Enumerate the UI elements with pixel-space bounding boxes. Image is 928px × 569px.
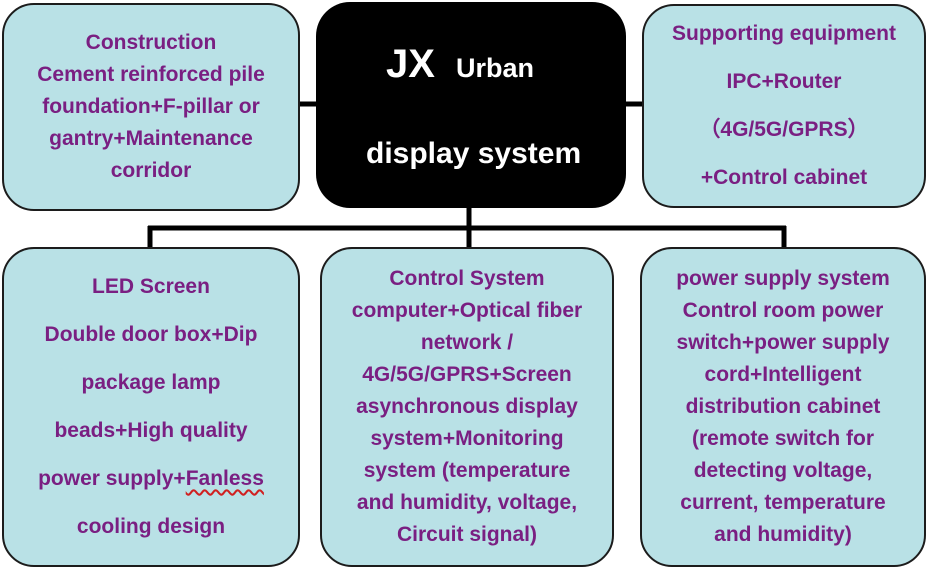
control-line: Circuit signal) bbox=[396, 523, 538, 546]
power-supply-box: power supply system Control room power s… bbox=[640, 247, 926, 567]
title-subtitle: display system bbox=[366, 137, 582, 170]
power-line: Control room power bbox=[682, 299, 884, 322]
spellcheck-flagged-word: Fanless bbox=[185, 467, 264, 490]
led-line: beads+High quality bbox=[54, 419, 248, 442]
construction-line: foundation+F-pillar or bbox=[42, 95, 260, 118]
title-box: JX Urban display system bbox=[316, 2, 626, 208]
control-line: network / bbox=[420, 331, 514, 354]
control-line: Control System bbox=[389, 267, 545, 290]
control-line: system+Monitoring bbox=[370, 427, 564, 450]
power-line: current, temperature bbox=[680, 491, 886, 514]
construction-line: Construction bbox=[85, 31, 217, 54]
supporting-equipment-box: Supporting equipment IPC+Router （4G/5G/G… bbox=[642, 4, 926, 208]
supporting-line: （4G/5G/GPRS） bbox=[699, 118, 869, 141]
power-line: (remote switch for bbox=[691, 427, 875, 450]
supporting-line: +Control cabinet bbox=[700, 166, 868, 189]
supporting-line: Supporting equipment bbox=[672, 22, 896, 45]
power-line: detecting voltage, bbox=[693, 459, 873, 482]
led-line-prefix: power supply+ bbox=[38, 467, 186, 490]
title-prefix: JX bbox=[386, 42, 435, 86]
control-line: asynchronous display bbox=[356, 395, 578, 418]
power-line: cord+Intelligent bbox=[704, 363, 862, 386]
led-screen-box: LED Screen Double door box+Dip package l… bbox=[2, 247, 300, 567]
control-system-box: Control System computer+Optical fiber ne… bbox=[320, 247, 614, 567]
power-line: distribution cabinet bbox=[685, 395, 881, 418]
led-line: cooling design bbox=[76, 515, 226, 538]
construction-line: Cement reinforced pile bbox=[37, 63, 265, 86]
led-line: power supply+Fanless bbox=[38, 455, 264, 503]
supporting-line: IPC+Router bbox=[726, 70, 842, 93]
construction-box: Construction Cement reinforced pile foun… bbox=[2, 3, 300, 211]
power-line: and humidity) bbox=[714, 523, 852, 546]
control-line: computer+Optical fiber bbox=[351, 299, 583, 322]
construction-line: corridor bbox=[110, 159, 192, 182]
led-line: Double door box+Dip bbox=[44, 323, 258, 346]
led-line: package lamp bbox=[81, 371, 221, 394]
construction-line: gantry+Maintenance bbox=[49, 127, 253, 150]
power-line: switch+power supply bbox=[676, 331, 890, 354]
title-word: Urban bbox=[456, 53, 535, 83]
control-line: and humidity, voltage, bbox=[356, 491, 578, 514]
power-line: power supply system bbox=[676, 267, 890, 290]
led-line: LED Screen bbox=[92, 275, 210, 298]
control-line: system (temperature bbox=[363, 459, 571, 482]
control-line: 4G/5G/GPRS+Screen bbox=[362, 363, 572, 386]
